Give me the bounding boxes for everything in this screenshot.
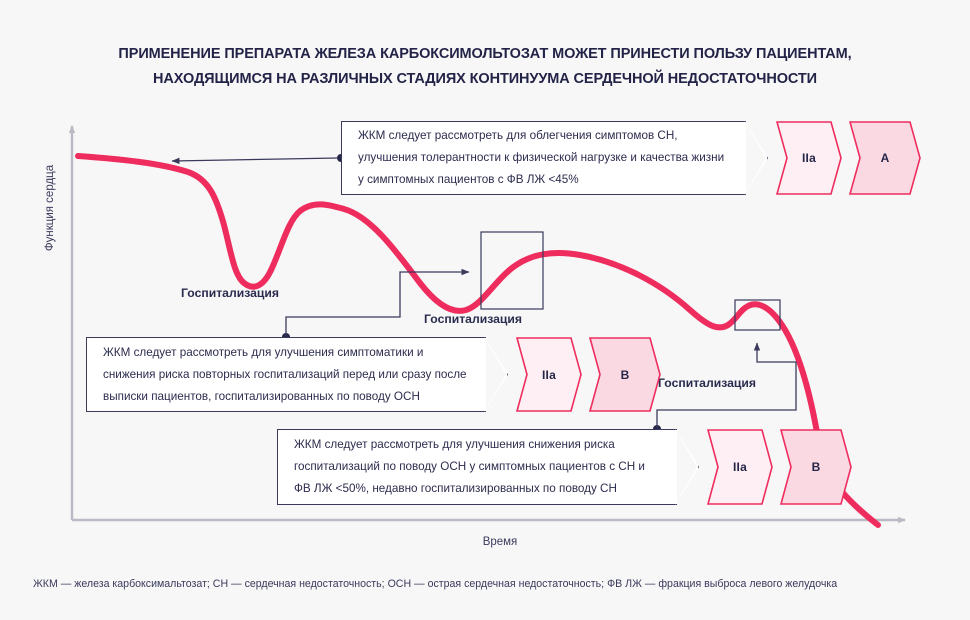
badge-label: B [620,367,630,382]
level-badge-B[interactable]: B [780,429,852,505]
badge-label: IIa [542,367,556,382]
highlight-box-hospitalization-3 [734,299,781,331]
recommendation-line: госпитализаций по поводу ОСН у симптомны… [294,460,645,473]
recommendation-line: выписки пациентов, госпитализированных п… [103,389,420,403]
connector-rec-bottom-elbow [656,342,797,428]
recommendation-row-middle: ЖКМ следует рассмотреть для улучшения си… [86,337,661,412]
footnote-abbreviations: ЖКМ — железа карбоксимальтозат; СН — сер… [33,578,838,590]
badge-label: IIa [802,151,816,165]
connector-rec-top-arrow-a [171,157,339,165]
recommendation-row-top: ЖКМ следует рассмотреть для облегчения с… [341,121,921,195]
badge-chevron-shape [707,429,773,505]
recommendation-line: улучшения толерантности к физической наг… [358,151,725,164]
badge-chevron-shape [849,121,921,195]
highlight-box-hospitalization-2 [480,231,544,310]
y-axis-label: Функция сердца [44,164,56,252]
hospitalization-label-1: Госпитализация [181,286,279,300]
heart-function-curve [75,153,881,528]
connector-rec-middle-elbow [285,268,470,336]
recommendation-box-middle: ЖКМ следует рассмотреть для улучшения си… [86,337,486,412]
recommendation-line: снижения риска повторных госпитализаций … [103,367,467,381]
hospitalization-label-2: Госпитализация [424,312,522,326]
recommendation-row-bottom: ЖКМ следует рассмотреть для улучшения сн… [277,429,852,505]
badge-chevron-shape [589,337,661,412]
badge-label: B [811,460,821,474]
recommendation-line: ЖКМ следует рассмотреть для облегчения с… [358,129,678,142]
class-badge-IIa[interactable]: IIa [707,429,773,505]
recommendation-line: ФВ ЛЖ <50%, недавно госпитализированных … [294,482,617,495]
recommendation-line: ЖКМ следует рассмотреть для улучшения сн… [294,438,615,451]
badge-chevron-shape [516,337,582,412]
hospitalization-label-3: Госпитализация [658,376,756,390]
badge-chevron-shape [776,121,842,195]
x-axis-label: Время [482,536,518,548]
recommendation-box-bottom: ЖКМ следует рассмотреть для улучшения сн… [277,429,677,505]
badge-chevron-shape [780,429,852,505]
badge-label: IIa [733,460,747,474]
recommendation-line: ЖКМ следует рассмотреть для улучшения си… [103,345,424,359]
level-badge-A[interactable]: A [849,121,921,195]
level-badge-B[interactable]: B [589,337,661,412]
recommendation-box-top: ЖКМ следует рассмотреть для облегчения с… [341,121,746,195]
class-badge-IIa[interactable]: IIa [516,337,582,412]
class-badge-IIa[interactable]: IIa [776,121,842,195]
recommendation-line: у симптомных пациентов с ФВ ЛЖ <45% [358,173,579,186]
badge-label: A [880,151,890,165]
